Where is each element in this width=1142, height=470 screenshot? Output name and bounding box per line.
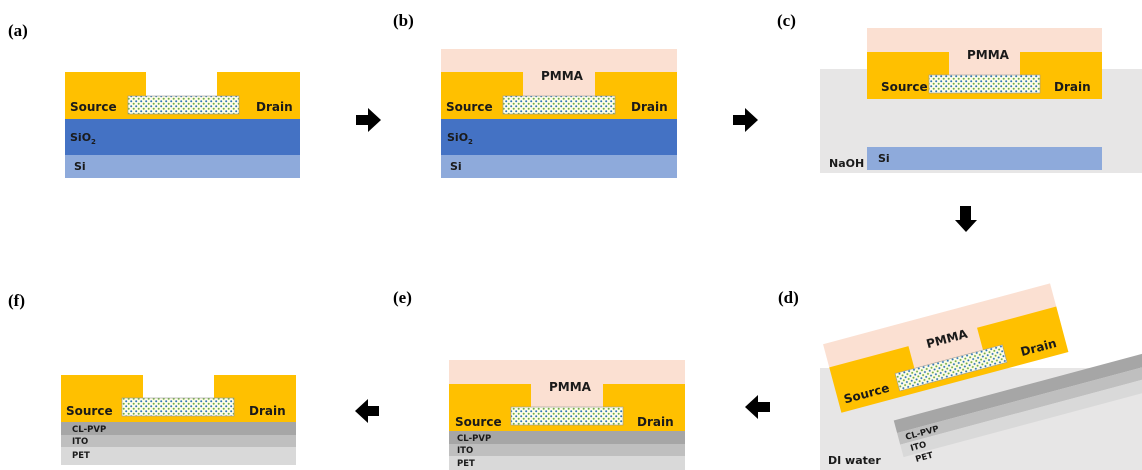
clpvp-layer — [449, 431, 685, 444]
solution-label: NaOH — [829, 157, 864, 170]
ito-label: ITO — [457, 446, 473, 456]
pet-layer — [61, 447, 296, 465]
drain-label: Drain — [637, 415, 674, 429]
source-label: Source — [70, 100, 117, 114]
target-substrate: CL-PVP ITO PET — [893, 353, 1142, 465]
ito-layer — [449, 444, 685, 456]
source-label: Source — [881, 80, 928, 94]
panel-c: (c) PMMA Source Drain Si NaOH — [777, 11, 1142, 173]
sio2-text: SiO — [447, 131, 468, 144]
si-layer — [441, 155, 677, 178]
panel-c-label: (c) — [777, 11, 796, 30]
sio2-text: SiO — [70, 131, 91, 144]
pet-layer — [449, 456, 685, 470]
channel-layer — [894, 344, 1008, 392]
pet-layer — [900, 377, 1142, 458]
sio2-subscript: 2 — [91, 138, 96, 146]
si-label: Si — [450, 160, 462, 173]
arrow-right-icon — [356, 108, 381, 132]
source-label: Source — [455, 415, 502, 429]
sio2-layer — [65, 119, 300, 155]
sio2-subscript: 2 — [468, 138, 473, 146]
panel-b: (b) PMMA Source Drain SiO2 Si — [393, 11, 677, 178]
sio2-label: SiO2 — [447, 131, 473, 146]
clpvp-label: CL-PVP — [457, 434, 491, 444]
si-layer — [867, 147, 1102, 170]
pmma-label: PMMA — [967, 48, 1010, 62]
channel-layer — [502, 95, 616, 115]
drain-label: Drain — [256, 100, 293, 114]
clpvp-layer — [893, 353, 1142, 434]
electrodes — [65, 72, 300, 119]
si-label: Si — [74, 160, 86, 173]
arrow-right-icon — [733, 108, 758, 132]
arrow-down-icon — [955, 206, 977, 232]
solution-label: DI water — [828, 454, 881, 467]
si-label: Si — [878, 152, 890, 165]
clpvp-label: CL-PVP — [72, 425, 106, 435]
channel-layer — [121, 397, 235, 417]
pet-label: PET — [914, 451, 934, 465]
pmma-label: PMMA — [541, 69, 584, 83]
panel-a: (a) Source Drain SiO2 Si — [8, 21, 300, 178]
sio2-label: SiO2 — [70, 131, 96, 146]
ito-layer — [61, 435, 296, 447]
panel-d-label: (d) — [778, 288, 799, 307]
drain-label: Drain — [1054, 80, 1091, 94]
drain-label: Drain — [631, 100, 668, 114]
ito-label: ITO — [72, 437, 88, 447]
arrow-left-icon — [745, 395, 770, 419]
pet-label: PET — [457, 459, 475, 469]
panel-b-label: (b) — [393, 11, 414, 30]
drain-label: Drain — [249, 404, 286, 418]
sio2-layer — [441, 119, 677, 155]
panel-d: (d) CL-PVP ITO PET PMMA Source Drain DI … — [778, 283, 1142, 470]
source-label: Source — [66, 404, 113, 418]
floating-device: PMMA Source Drain — [823, 283, 1069, 413]
pmma-label: PMMA — [549, 380, 592, 394]
channel-layer — [510, 406, 624, 426]
channel-layer — [928, 74, 1041, 94]
panel-a-label: (a) — [8, 21, 28, 40]
clpvp-layer — [61, 422, 296, 435]
panel-f: (f) Source Drain CL-PVP ITO PET — [8, 291, 296, 465]
si-layer — [65, 155, 300, 178]
panel-f-label: (f) — [8, 291, 25, 310]
panel-e-label: (e) — [393, 288, 412, 307]
arrow-left-icon — [355, 399, 379, 423]
panel-e: (e) PMMA Source Drain CL-PVP ITO PET — [393, 288, 685, 470]
electrodes — [441, 72, 677, 119]
ito-label: ITO — [909, 440, 927, 454]
channel-layer — [127, 95, 240, 115]
source-label: Source — [446, 100, 493, 114]
pet-label: PET — [72, 451, 90, 461]
ito-layer — [897, 365, 1142, 445]
